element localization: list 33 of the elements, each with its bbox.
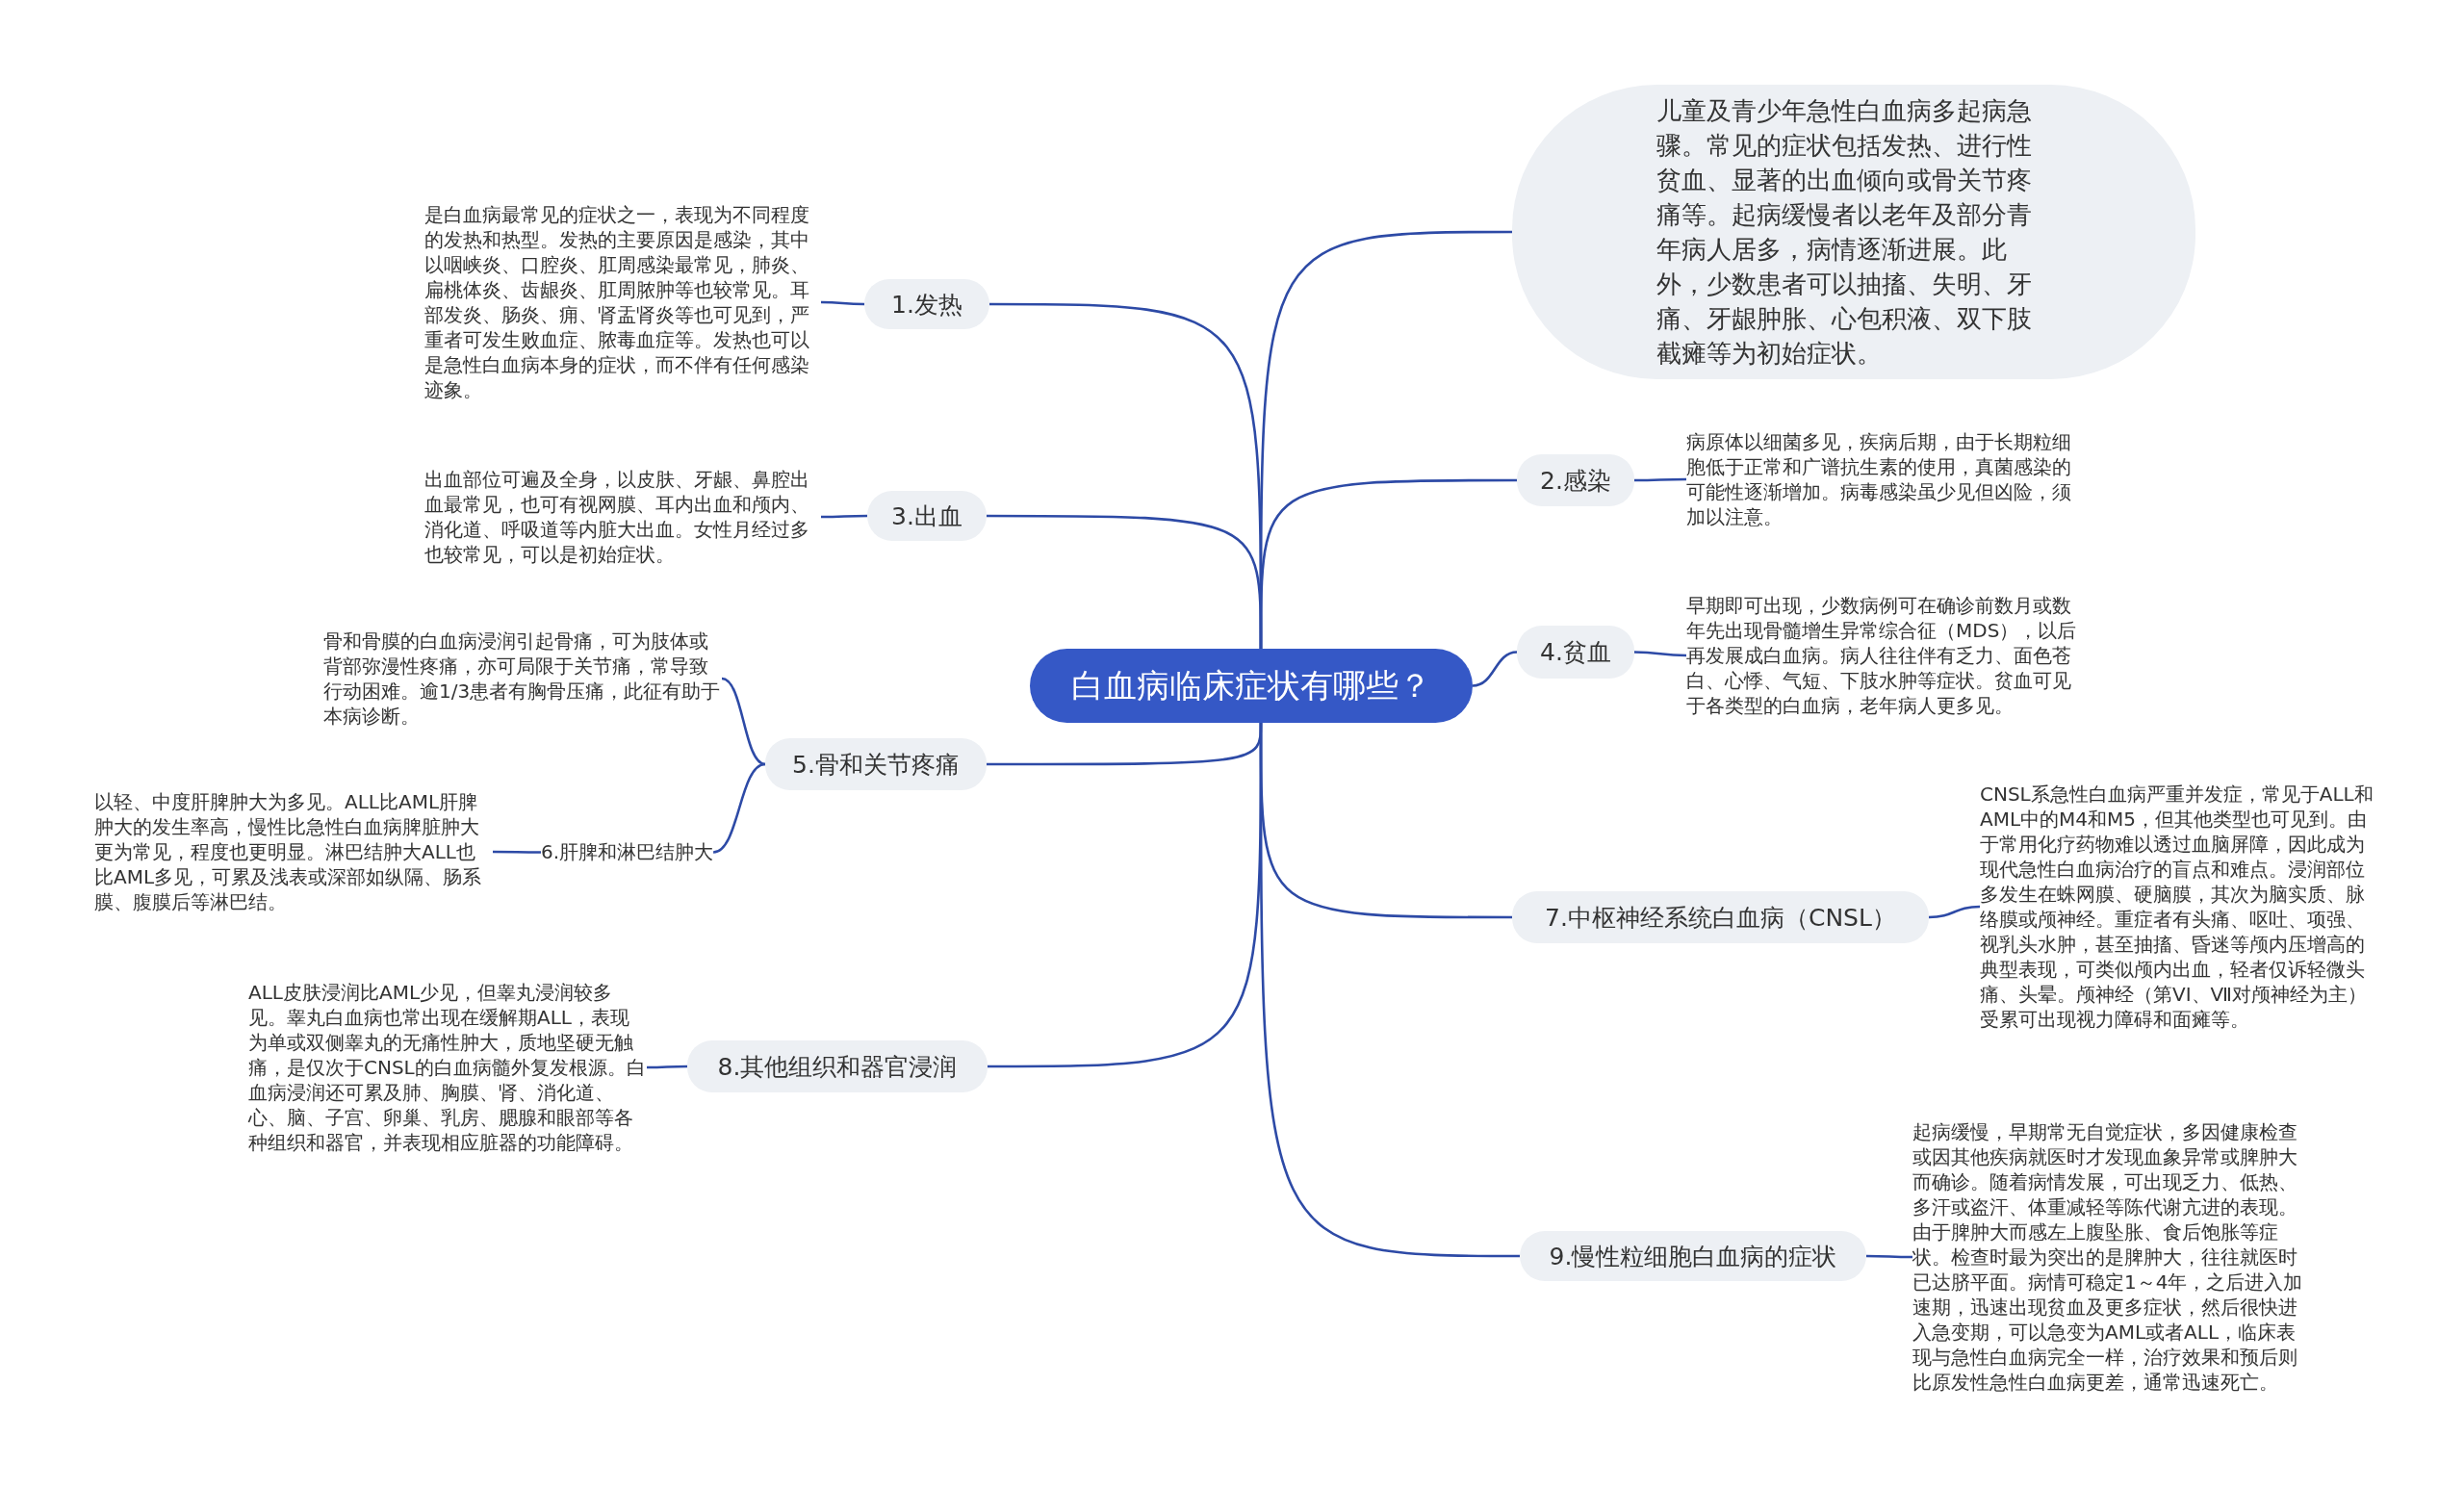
note-text: 是白血病最常见的症状之一，表现为不同程度的发热和热型。发热的主要原因是感染，其中以咽峡炎、口腔炎、肛周感染最常见，肺炎、扁桃体炎、齿龈炎、肛周脓肿等也较常见。耳部发炎、肠炎、痈、肾盂肾炎等也可见到，严重者可发生败血症、脓毒血症等。发热也可以是急性白血病本身的症状，而不伴有任何感染迹象。 [424,202,821,402]
note-text: 起病缓慢，早期常无自觉症状，多因健康检查或因其他疾病就医时才发现血象异常或脾肿大而确诊。随着病情发展，可出现乏力、低热、多汗或盗汗、体重减轻等陈代谢亢进的表现。由于脾肿大而感左上腹坠胀、食后饱胀等症状。检查时最为突出的是脾肿大，往往就医时已达脐平面。病情可稳定1～4年，之后进入加速期，迅速出现贫血及更多症状，然后很快进入急变期，可以急变为AML或者ALL，临床表现与急性白血病完全一样，治疗效果和预后则比原发性急性白血病更差，通常迅速死亡。 [1912,1119,2311,1395]
connector [493,850,541,854]
note-text: 早期即可出现，少数病例可在确诊前数月或数年先出现骨髓增生异常综合征（MDS），以后再发展成白血病。病人往往伴有乏力、面色苍白、心悸、气短、下肢水肿等症状。贫血可见于各类型的白血病，老年病人更多见。 [1686,593,2085,718]
connector [1928,905,1981,919]
topic-box: 5.骨和关节疼痛 [765,738,987,790]
topic-box: 2.感染 [1517,454,1634,506]
note-text: 骨和骨膜的白血病浸润引起骨痛，可为肢体或背部弥漫性疼痛，亦可局限于关节痛，常导致行动困难。逾1/3患者有胸骨压痛，此征有助于本病诊断。 [323,629,722,729]
connector [712,762,766,854]
central-topic: 白血病临床症状有哪些？ [1030,649,1473,723]
note-text: 以轻、中度肝脾肿大为多见。ALL比AML肝脾肿大的发生率高，慢性比急性白血病脾脏肿大更为常见，程度也更明显。淋巴结肿大ALL也比AML多见，可累及浅表或深部如纵隔、肠系膜、腹膜后等淋巴结。 [94,789,493,914]
connector [1634,477,1686,482]
connector [721,677,766,766]
topic-box: 4.贫血 [1517,626,1634,679]
topic-box: 3.出血 [867,491,987,541]
connector [987,514,1263,649]
topic-box: 7.中枢神经系统白血病（CNSL） [1512,891,1929,943]
subtopic-label: 6.肝脾和淋巴结肿大 [541,839,714,865]
connector [647,1065,687,1069]
connector [1259,723,1520,1258]
callout-bubble: 儿童及青少年急性白血病多起病急骤。常见的症状包括发热、进行性贫血、显著的出血倾向或骨关节疼痛等。起病缓慢者以老年及部分青年病人居多，病情逐渐进展。此外，少数患者可以抽搐、失明、牙痛、牙龈肿胀、心包积液、双下肢截瘫等为初始症状。 [1512,85,2195,379]
connector [1866,1254,1912,1259]
connector [821,514,867,519]
note-text: 病原体以细菌多见，疾病后期，由于长期粒细胞低于正常和广谱抗生素的使用，真菌感染的可能性逐渐增加。病毒感染虽少见但凶险，须加以注意。 [1686,429,2085,529]
connector [821,300,864,306]
note-text: 出血部位可遍及全身，以皮肤、牙龈、鼻腔出血最常见，也可有视网膜、耳内出血和颅内、消化道、呼吸道等内脏大出血。女性月经过多也较常见，可以是初始症状。 [424,467,821,567]
connector [1472,651,1518,687]
topic-box: 9.慢性粒细胞白血病的症状 [1520,1231,1866,1281]
topic-box: 8.其他组织和器官浸润 [687,1040,988,1092]
connector [1634,651,1686,657]
note-text: CNSL系急性白血病严重并发症，常见于ALL和AML中的M4和M5，但其他类型也可见到。由于常用化疗药物难以透过血脑屏障，因此成为现代急性白血病治疗的盲点和难点。浸润部位多发生在蛛网膜、硬脑膜，其次为脑实质、脉络膜或颅神经。重症者有头痛、呕吐、项强、视乳头水肿，甚至抽搐、昏迷等颅内压增高的典型表现，可类似颅内出血，轻者仅诉轻微头痛、头晕。颅神经（第VI、Ⅶ对颅神经为主）受累可出现视力障碍和面瘫等。 [1980,782,2378,1032]
note-text: ALL皮肤浸润比AML少见，但睾丸浸润较多见。睾丸白血病也常出现在缓解期ALL，表现为单或双侧睾丸的无痛性肿大，质地坚硬无触痛，是仅次于CNSL的白血病髓外复发根源。白血病浸润还可累及肺、胸膜、肾、消化道、心、脑、子宫、卵巢、乳房、腮腺和眼部等各种组织和器官，并表现相应脏器的功能障碍。 [248,980,647,1155]
topic-box: 1.发热 [864,279,989,329]
